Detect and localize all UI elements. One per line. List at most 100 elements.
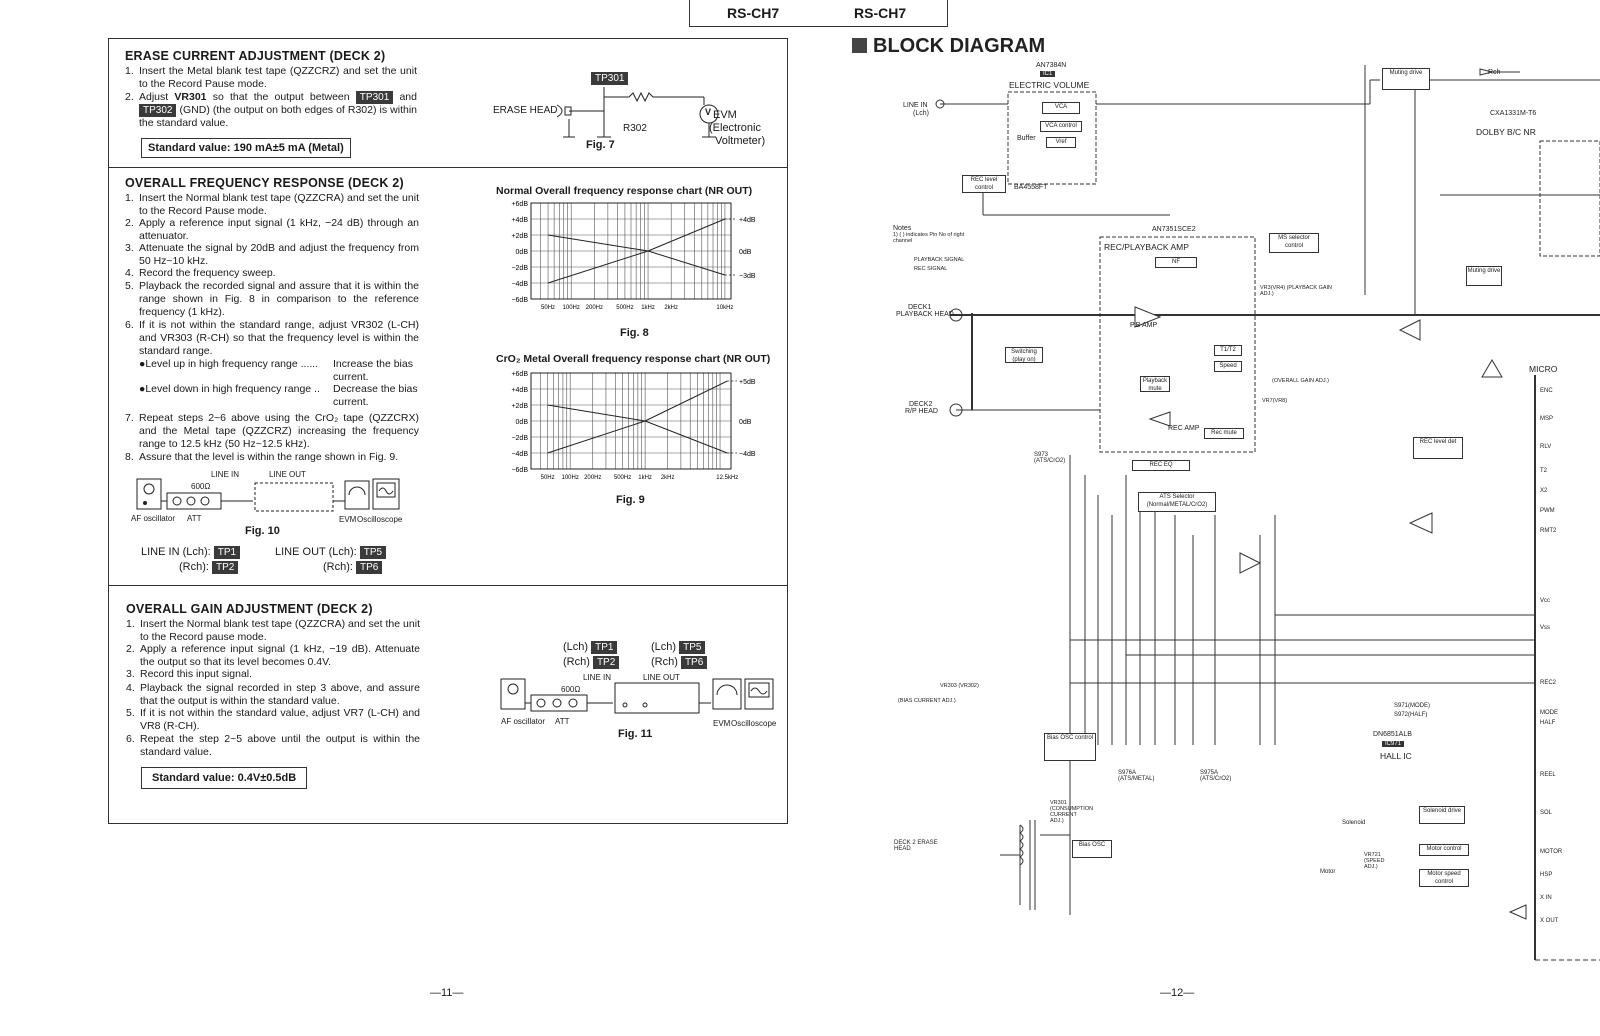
- vca-control-block: VCA control: [1040, 121, 1082, 132]
- freq-step-6: 6.If it is not within the standard range…: [125, 319, 419, 357]
- chart1-title: Normal Overall frequency response chart …: [496, 185, 753, 197]
- line-in-rch: (Rch): TP2: [179, 561, 239, 574]
- rec-level-det-block: REC level det: [1413, 437, 1463, 459]
- gain-step-1: 1.Insert the Normal blank test tape (QZZ…: [126, 618, 420, 643]
- right-level-label: −3dB: [739, 273, 756, 280]
- fig11-evm: EVM: [713, 719, 731, 728]
- micro-pin-label: HSP: [1540, 872, 1553, 878]
- page-number-right: —12—: [1160, 987, 1195, 999]
- x-tick-label: 50Hz: [541, 475, 555, 481]
- page-header: RS-CH7 RS-CH7: [689, 0, 948, 27]
- erase-head-label: DECK 2 ERASE HEAD: [894, 840, 938, 852]
- bias-adj-label: (BIAS CURRENT ADJ.): [898, 698, 956, 704]
- rec-mute-block: Rec mute: [1204, 428, 1244, 439]
- ic2-part: AN7351SCE2: [1152, 226, 1196, 233]
- ba4558-ic7: BA4558FT: [1014, 184, 1048, 191]
- x-tick-label: 12.5kHz: [716, 475, 738, 481]
- gain-step-3: 3.Record this input signal.: [126, 668, 253, 680]
- x-tick-label: 10kHz: [716, 305, 733, 311]
- solenoid-drive-block: Solenoid drive: [1419, 806, 1465, 824]
- line-in-label: LINE IN: [903, 102, 928, 109]
- deck1-label: DECK1: [908, 304, 932, 311]
- y-tick-label: +4dB: [511, 217, 528, 224]
- right-level-label: 0dB: [739, 419, 752, 426]
- freq-step-4: 4.Record the frequency sweep.: [125, 267, 276, 279]
- micro-pin-label: Vcc: [1540, 598, 1551, 604]
- micro-pin-label: MODE: [1540, 710, 1558, 716]
- fig7-erase-head-label: ERASE HEAD: [493, 105, 558, 116]
- right-level-label: +5dB: [739, 379, 756, 386]
- fig7-v-symbol: V: [705, 107, 712, 117]
- fig11-rch: (Rch) TP2: [563, 656, 620, 669]
- fig10-af-oscillator: AF oscillator: [131, 514, 176, 523]
- freq-bullet-1: ●Level up in high frequency range ......…: [139, 358, 413, 383]
- playback-head-label: PLAYBACK HEAD: [896, 311, 954, 318]
- series-line-2: [547, 234, 726, 276]
- micro-pin-label: HALF: [1540, 720, 1556, 726]
- ic1-badge: IC1: [1040, 70, 1056, 77]
- bias-osc-control-block: Bias OSC control: [1044, 733, 1096, 761]
- playback-mute-block: Playback mute: [1140, 376, 1170, 392]
- adjustment-panel: ERASE CURRENT ADJUSTMENT (DECK 2) 1. Ins…: [108, 38, 788, 824]
- line-out-lch: LINE OUT (Lch): TP5: [275, 546, 387, 559]
- freq-step-8: 8.Assure that the level is within the ra…: [125, 451, 399, 463]
- micro-pin-label: MSP: [1540, 416, 1554, 422]
- fig11-lch-out: (Lch) TP5: [651, 641, 706, 654]
- fig11-att: ATT: [555, 717, 570, 726]
- deck2-label: DECK2: [909, 401, 933, 408]
- section-divider-1: [109, 167, 787, 168]
- micro-pin-label: PWM: [1540, 508, 1555, 514]
- x-tick-label: 50Hz: [541, 305, 555, 311]
- fig10-oscilloscope: Oscilloscope: [357, 515, 403, 524]
- freq-step-5: 5.Playback the recorded signal and assur…: [125, 280, 419, 318]
- fig10-line-in: LINE IN: [211, 470, 240, 479]
- right-level-label: 0dB: [739, 249, 752, 256]
- ic2-name: REC/PLAYBACK AMP: [1104, 242, 1189, 252]
- x-tick-label: 1kHz: [641, 305, 655, 311]
- x-tick-label: 2kHz: [664, 305, 678, 311]
- switching-block: Switching (play on): [1005, 347, 1043, 363]
- plot-frame: [530, 372, 732, 470]
- right-level-label: −4dB: [739, 451, 756, 458]
- fig7-r302-label: R302: [623, 123, 647, 134]
- pb-amp-label: P.B AMP: [1130, 322, 1158, 329]
- gain-standard-value: Standard value: 0.4V±0.5dB: [141, 767, 308, 789]
- rec-amp-label: REC AMP: [1168, 425, 1200, 432]
- ats-selector-block: ATS Selector (Normal/METAL/CrO2): [1138, 492, 1216, 512]
- ms-selector-block: MS selector control: [1269, 233, 1319, 253]
- rec-level-control: REC level control: [962, 175, 1006, 193]
- micro-pin-label: X IN: [1540, 895, 1552, 901]
- y-tick-label: −4dB: [511, 451, 528, 458]
- y-tick-label: 0dB: [516, 249, 529, 256]
- nf-block: NF: [1155, 257, 1197, 268]
- muting-drive-top: Muting drive: [1382, 68, 1430, 90]
- micro-pin-label: T2: [1540, 468, 1548, 474]
- freq-step-1: 1.Insert the Normal blank test tape (QZZ…: [125, 192, 419, 217]
- x-tick-label: 500Hz: [616, 305, 633, 311]
- s976a-label: S976A (ATS/METAL): [1118, 770, 1155, 782]
- vr7-label: VR7(VR8): [1262, 398, 1288, 404]
- fig11-ohm: 600Ω: [561, 685, 581, 694]
- solenoid-label: Solenoid: [1342, 820, 1366, 826]
- freq-step-3: 3.Attenuate the signal by 20dB and adjus…: [125, 242, 419, 267]
- fig10-caption: Fig. 10: [245, 525, 280, 537]
- y-tick-label: −2dB: [511, 435, 528, 442]
- gain-step-6: 6.Repeat the step 2~5 above until the ou…: [126, 733, 420, 758]
- ic1-name: ELECTRIC VOLUME: [1009, 80, 1090, 90]
- erase-step-2: 2. Adjust VR301 so that the output betwe…: [125, 91, 417, 129]
- vca-block: VCA: [1042, 102, 1080, 114]
- x-tick-label: 200Hz: [584, 475, 601, 481]
- s973-label: S973 (ATS/CrO2): [1034, 452, 1066, 464]
- fig11-line-in: LINE IN: [583, 673, 612, 682]
- block-diagram-title: BLOCK DIAGRAM: [852, 35, 1045, 58]
- vr3-label: VR3(VR4) (PLAYBACK GAIN ADJ.): [1260, 285, 1333, 297]
- vr721-label: VR721 (SPEED ADJ.): [1364, 852, 1385, 870]
- fig11-setup-diagram: [500, 678, 774, 714]
- overall-gain-label: (OVERALL GAIN ADJ.): [1272, 378, 1329, 384]
- motor-speed-block: Motor speed control: [1419, 869, 1469, 887]
- series-line-2: [547, 404, 728, 454]
- fig7-evm-full-1: (Electronic: [709, 122, 761, 134]
